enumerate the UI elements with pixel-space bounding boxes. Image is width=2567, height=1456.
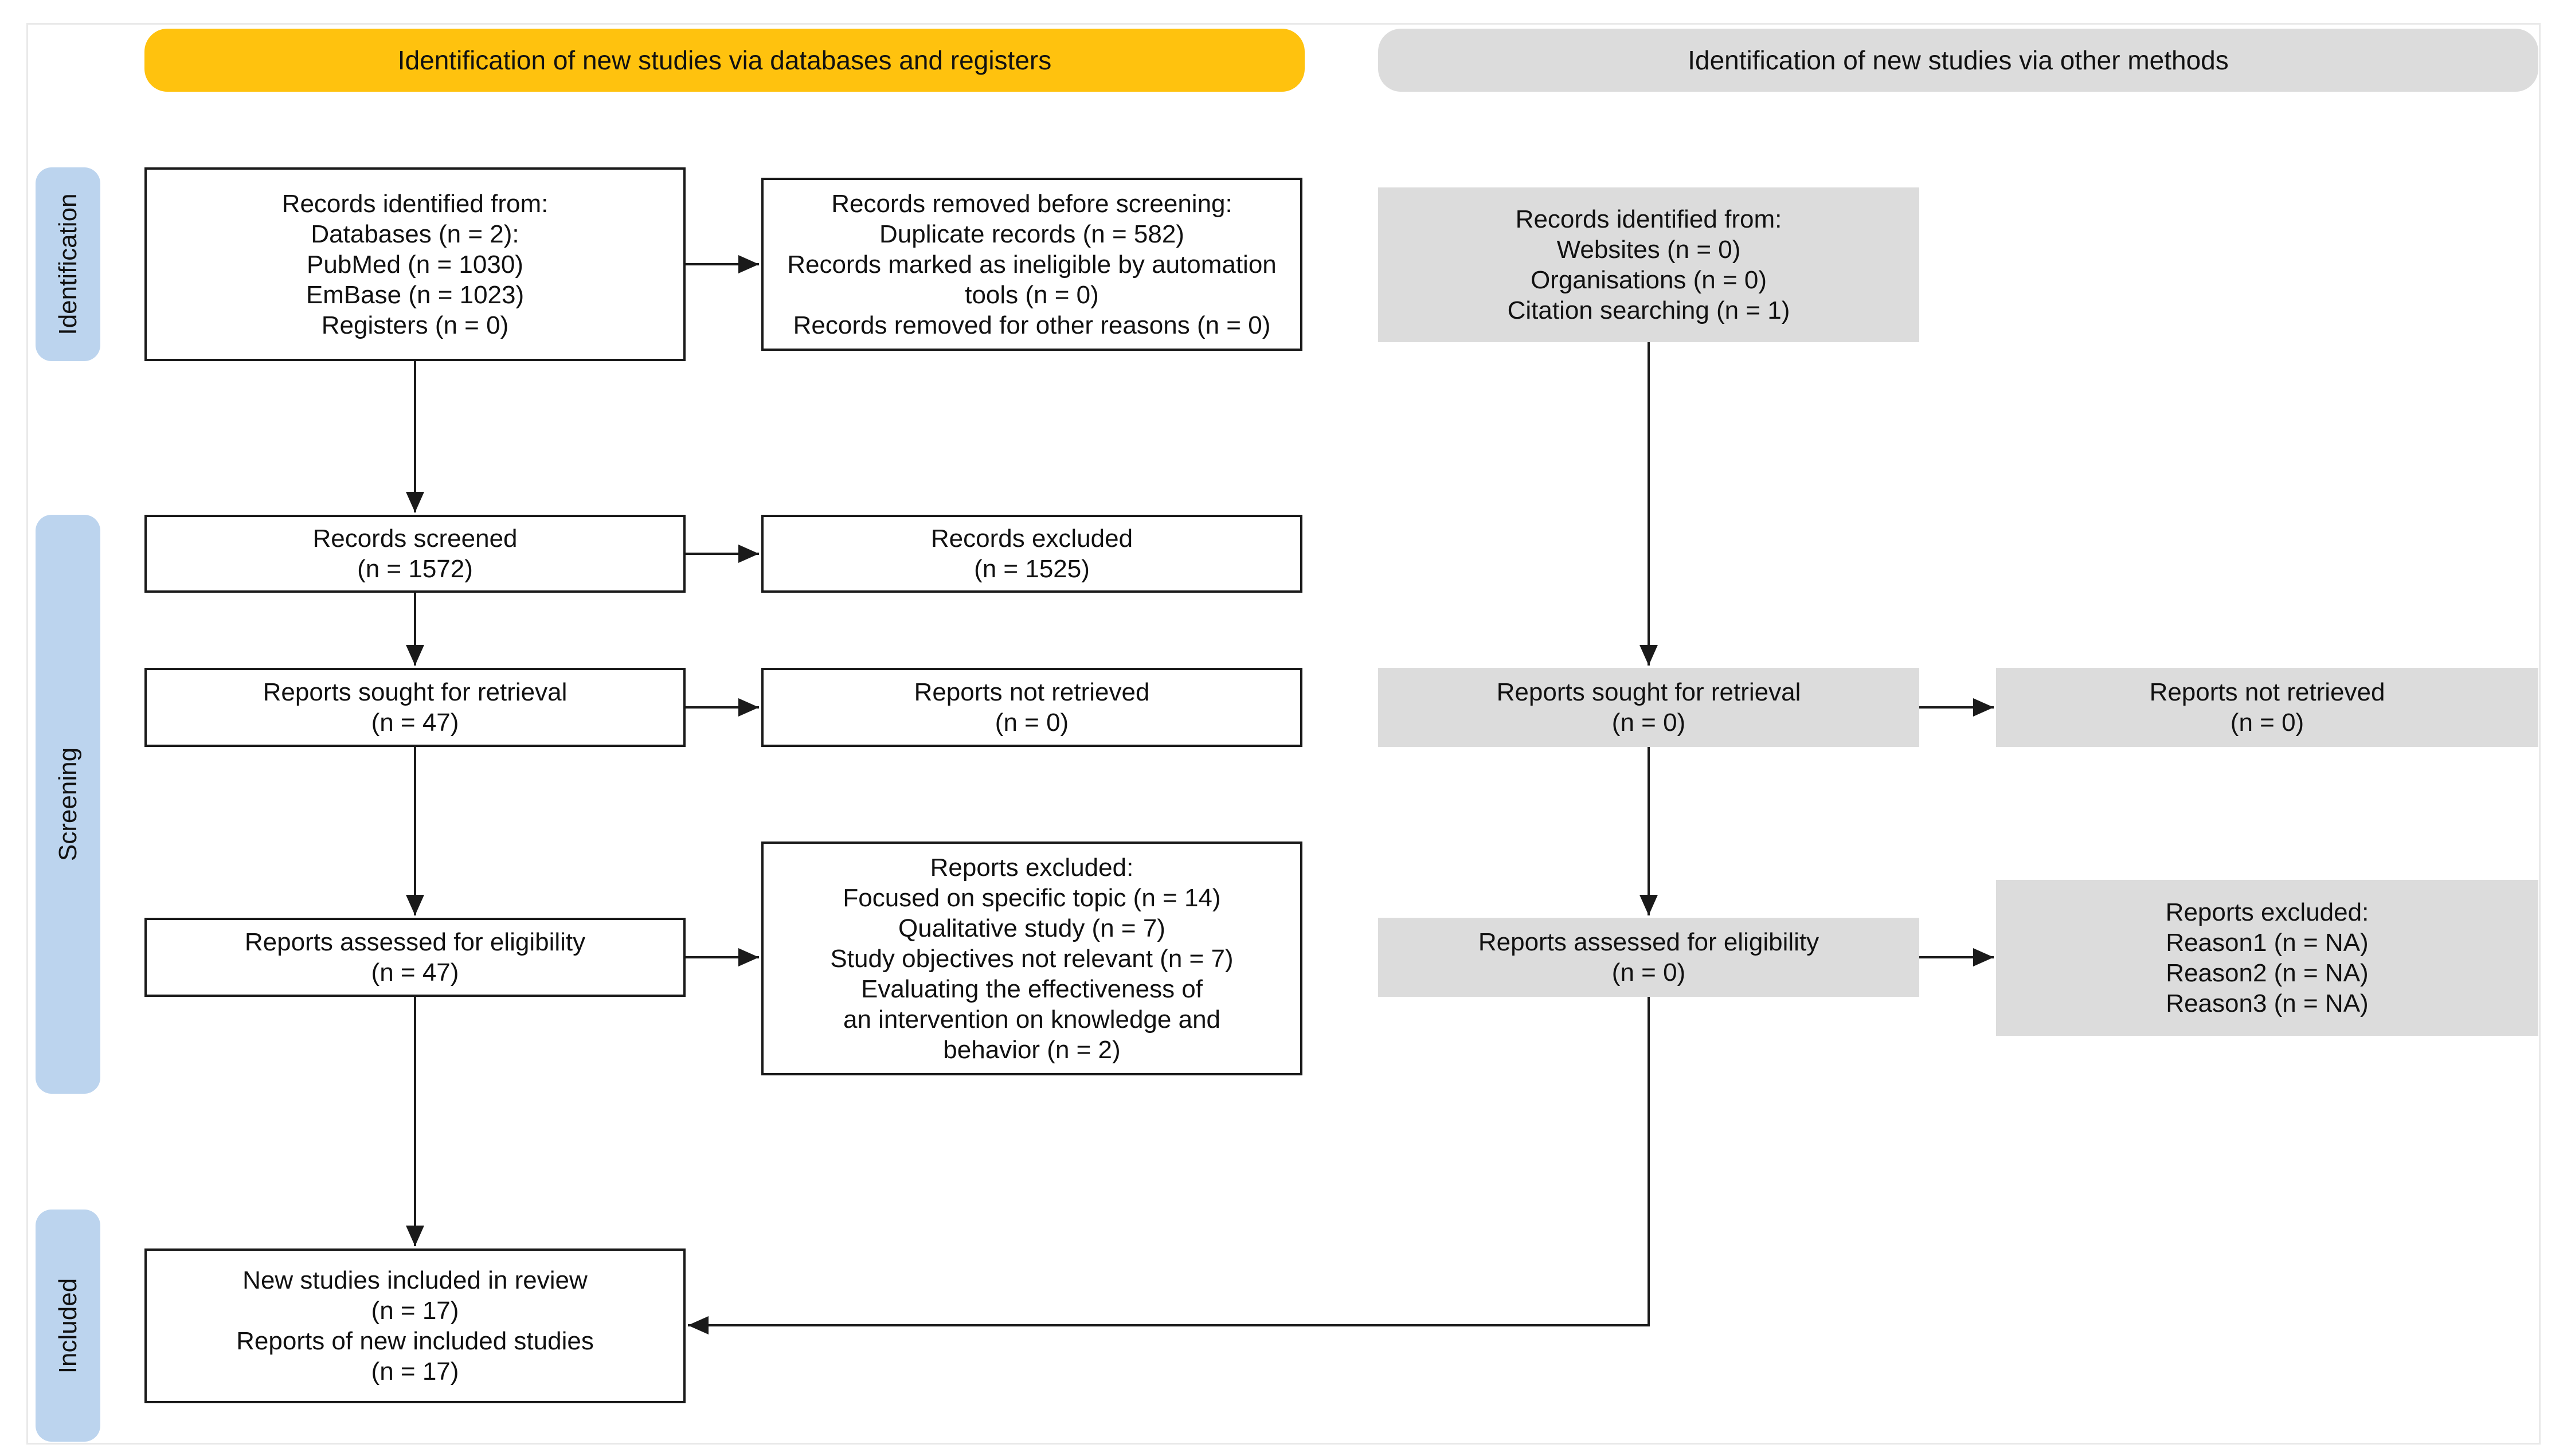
- records-screened-box: Records screened (n = 1572): [144, 515, 686, 593]
- records-excluded-box: Records excluded (n = 1525): [761, 515, 1302, 593]
- text-line: EmBase (n = 1023): [306, 280, 525, 309]
- text-line: Reports sought for retrieval: [263, 678, 568, 706]
- reports-excluded-box: Reports excluded: Focused on specific to…: [761, 841, 1302, 1075]
- text-line: Reason3 (n = NA): [2166, 989, 2369, 1017]
- diagram-frame: [26, 23, 2541, 1445]
- other-reports-not-retrieved-text: Reports not retrieved (n = 0): [2150, 677, 2385, 738]
- arrow-other-assessed-to-included: [688, 997, 1650, 1334]
- phase-included: Included: [36, 1210, 100, 1442]
- text-line: Records removed for other reasons (n = 0…: [793, 311, 1271, 339]
- other-reports-assessed-box: Reports assessed for eligibility (n = 0): [1378, 918, 1919, 997]
- text-line: Records removed before screening:: [831, 189, 1232, 218]
- text-line: (n = 0): [995, 709, 1069, 737]
- text-line: an intervention on knowledge and: [843, 1005, 1221, 1034]
- text-line: Reports not retrieved: [914, 678, 1150, 706]
- header-other-methods-label: Identification of new studies via other …: [1688, 45, 2229, 75]
- other-reports-sought-box: Reports sought for retrieval (n = 0): [1378, 668, 1919, 747]
- text-line: Reports assessed for eligibility: [244, 928, 586, 956]
- other-reports-assessed-text: Reports assessed for eligibility (n = 0): [1478, 927, 1819, 988]
- text-line: Records identified from:: [1515, 205, 1782, 233]
- records-identified-box: Records identified from: Databases (n = …: [144, 167, 686, 361]
- reports-not-retrieved-text: Reports not retrieved (n = 0): [914, 677, 1150, 738]
- header-databases: Identification of new studies via databa…: [144, 29, 1305, 92]
- text-line: Reports not retrieved: [2149, 678, 2385, 706]
- reports-assessed-box: Reports assessed for eligibility (n = 47…: [144, 918, 686, 997]
- other-reports-excluded-box: Reports excluded: Reason1 (n = NA) Reaso…: [1996, 880, 2538, 1036]
- text-line: Reports excluded:: [2165, 898, 2369, 926]
- header-databases-label: Identification of new studies via databa…: [397, 45, 1052, 75]
- text-line: Reports of new included studies: [236, 1327, 594, 1355]
- text-line: Reports assessed for eligibility: [1478, 928, 1819, 956]
- text-line: Records marked as ineligible by automati…: [787, 250, 1277, 279]
- records-removed-text: Records removed before screening: Duplic…: [787, 189, 1277, 340]
- text-line: Records screened: [312, 525, 518, 553]
- other-reports-excluded-text: Reports excluded: Reason1 (n = NA) Reaso…: [2166, 897, 2369, 1019]
- records-removed-box: Records removed before screening: Duplic…: [761, 178, 1302, 351]
- text-line: (n = 1525): [974, 555, 1090, 583]
- other-reports-not-retrieved-box: Reports not retrieved (n = 0): [1996, 668, 2538, 747]
- reports-assessed-text: Reports assessed for eligibility (n = 47…: [245, 927, 585, 988]
- text-line: (n = 47): [371, 958, 459, 987]
- other-reports-sought-text: Reports sought for retrieval (n = 0): [1497, 677, 1801, 738]
- text-line: Citation searching (n = 1): [1507, 296, 1790, 324]
- text-line: (n = 47): [371, 709, 459, 737]
- text-line: Focused on specific topic (n = 14): [843, 883, 1221, 912]
- records-screened-text: Records screened (n = 1572): [312, 523, 517, 584]
- text-line: (n = 0): [1611, 958, 1686, 987]
- reports-not-retrieved-box: Reports not retrieved (n = 0): [761, 668, 1302, 747]
- other-records-identified-box: Records identified from: Websites (n = 0…: [1378, 187, 1919, 342]
- new-studies-included-box: New studies included in review (n = 17) …: [144, 1248, 686, 1403]
- text-line: Qualitative study (n = 7): [898, 914, 1165, 942]
- reports-excluded-text: Reports excluded: Focused on specific to…: [830, 852, 1233, 1065]
- records-identified-text: Records identified from: Databases (n = …: [282, 189, 549, 340]
- text-line: (n = 17): [371, 1297, 459, 1325]
- new-studies-included-text: New studies included in review (n = 17) …: [236, 1265, 594, 1387]
- text-line: Records excluded: [930, 525, 1133, 553]
- text-line: (n = 1572): [357, 555, 473, 583]
- text-line: Duplicate records (n = 582): [879, 220, 1184, 248]
- text-line: (n = 0): [1611, 709, 1686, 737]
- text-line: Reports sought for retrieval: [1496, 678, 1801, 706]
- text-line: (n = 17): [371, 1357, 459, 1385]
- text-line: Study objectives not relevant (n = 7): [830, 944, 1234, 973]
- phase-identification: Identification: [36, 167, 100, 361]
- text-line: Organisations (n = 0): [1530, 266, 1767, 294]
- reports-sought-box: Reports sought for retrieval (n = 47): [144, 668, 686, 747]
- text-line: Evaluating the effectiveness of: [860, 974, 1203, 1003]
- text-line: New studies included in review: [242, 1266, 588, 1294]
- text-line: tools (n = 0): [965, 280, 1099, 309]
- text-line: Reports excluded:: [930, 853, 1134, 882]
- text-line: behavior (n = 2): [943, 1035, 1121, 1064]
- text-line: Reason2 (n = NA): [2166, 959, 2369, 987]
- text-line: Reason1 (n = NA): [2166, 929, 2369, 957]
- text-line: Databases (n = 2):: [311, 220, 519, 248]
- text-line: Websites (n = 0): [1556, 236, 1741, 264]
- text-line: Registers (n = 0): [321, 311, 509, 339]
- text-line: Records identified from:: [281, 189, 549, 218]
- records-excluded-text: Records excluded (n = 1525): [931, 523, 1133, 584]
- text-line: (n = 0): [2230, 709, 2304, 737]
- other-records-identified-text: Records identified from: Websites (n = 0…: [1508, 204, 1790, 326]
- phase-screening: Screening: [36, 515, 100, 1094]
- header-other-methods: Identification of new studies via other …: [1378, 29, 2538, 92]
- text-line: PubMed (n = 1030): [307, 250, 523, 279]
- reports-sought-text: Reports sought for retrieval (n = 47): [263, 677, 568, 738]
